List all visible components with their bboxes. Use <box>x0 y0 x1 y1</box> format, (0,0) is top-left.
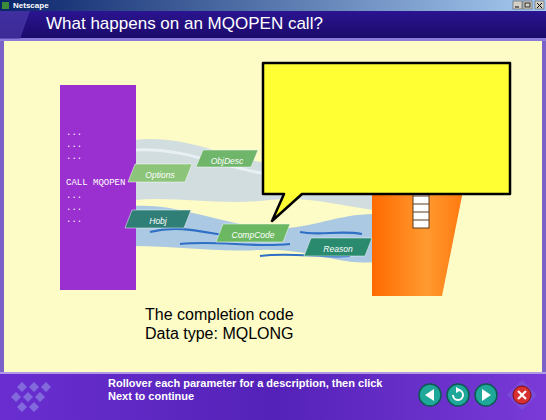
code-line: ... <box>66 214 136 226</box>
bottom-bar <box>0 372 546 420</box>
exit-button <box>507 380 537 410</box>
parameter-name: ObjDesc <box>211 153 244 170</box>
label-box: The completion code <box>145 305 294 324</box>
back-button <box>419 384 441 406</box>
frame-right <box>542 41 546 372</box>
window-title: Netscape <box>13 0 49 11</box>
app-icon <box>2 2 9 9</box>
parameter-name: Options <box>145 166 174 184</box>
code-line: ... <box>66 127 136 139</box>
window-buttons <box>513 1 544 9</box>
program-box: .........CALL MQOPEN......... <box>60 85 136 290</box>
parameter-name: Reason <box>323 240 352 258</box>
parameter-name: Hobj <box>149 212 166 230</box>
parameter-shape: Reason <box>304 238 372 256</box>
code-line: CALL MQOPEN <box>66 177 136 189</box>
code-line: ... <box>66 139 136 151</box>
header-corner <box>0 11 30 39</box>
label-box: Netscape <box>13 0 49 11</box>
replay-button <box>447 384 469 406</box>
description-text: Data type: MQLONG <box>145 324 294 343</box>
code-line: ... <box>66 202 136 214</box>
diamond-grid <box>11 382 51 412</box>
code-line: ... <box>66 190 136 202</box>
parameter-shape: CompCode <box>216 224 290 242</box>
parameter-shape: Options <box>128 164 192 182</box>
parameter-name: CompCode <box>232 226 275 244</box>
parameter-shape: ObjDesc <box>196 150 258 167</box>
header-band <box>0 11 546 39</box>
next-button <box>475 384 497 406</box>
instruction-text: Rollover each parameter for a descriptio… <box>108 377 408 403</box>
window-title-bar <box>0 0 546 11</box>
frame-left <box>0 41 4 372</box>
label-box: Rollover each parameter for a descriptio… <box>108 377 408 403</box>
slide-title-box: What happens on an MQOPEN call? <box>46 14 323 34</box>
description-text: The completion code <box>145 305 294 324</box>
header-stripe <box>0 38 546 41</box>
label-box: Data type: MQLONG <box>145 324 294 343</box>
callout-balloon <box>263 63 510 221</box>
code-line: ... <box>66 151 136 163</box>
bottom-bar-edge <box>0 372 546 374</box>
parameter-shape: Hobj <box>125 210 191 228</box>
slide-title: What happens on an MQOPEN call? <box>46 14 323 33</box>
